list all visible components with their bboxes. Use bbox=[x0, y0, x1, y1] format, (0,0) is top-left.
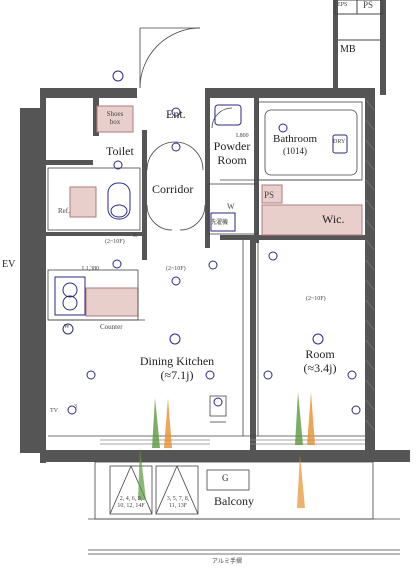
label-balcony: Balcony bbox=[214, 494, 254, 508]
label-powder-room: Powder Room bbox=[213, 139, 251, 167]
symbol-circled-number: 3 bbox=[74, 404, 77, 410]
label-dining-kitchen: Dining Kitchen (≈7.1j) bbox=[139, 354, 215, 382]
label-eps: EPS bbox=[337, 2, 348, 8]
label-ps-top: PS bbox=[363, 0, 374, 10]
pink-zones bbox=[69, 105, 363, 317]
label-ev: EV bbox=[2, 259, 16, 270]
label-refrigerator: Ref. bbox=[58, 207, 70, 215]
label-counter: Counter bbox=[100, 323, 123, 331]
windows bbox=[100, 439, 365, 445]
label-shoes-box: Shoes box bbox=[106, 110, 124, 127]
label-counter-height: L1,380 bbox=[82, 266, 100, 272]
label-bathroom: Bathroom (1014) bbox=[273, 133, 317, 156]
label-ceiling-note-1: (2~10F) bbox=[105, 239, 125, 245]
label-dry: DRY bbox=[333, 139, 346, 145]
label-wash-dryer: 洗濯機 bbox=[210, 220, 229, 226]
label-corridor: Corridor bbox=[152, 182, 194, 196]
label-mb: MB bbox=[340, 44, 356, 55]
balcony-area bbox=[88, 461, 400, 555]
label-floor-note-left: 2, 4, 6, 9, 10, 12, 14F bbox=[117, 496, 145, 509]
ventilation-arrows bbox=[138, 392, 315, 508]
label-ps-small: PS bbox=[264, 190, 275, 200]
label-ceiling-note-3: (2~10F) bbox=[306, 296, 326, 302]
label-w-mark: W bbox=[227, 202, 235, 211]
label-entrance: Ent. bbox=[166, 107, 186, 121]
walls bbox=[20, 0, 410, 463]
label-room: Room (≈3.4j) bbox=[303, 347, 337, 375]
ceiling-lights bbox=[62, 70, 361, 415]
exterior-wall-hatch bbox=[365, 99, 375, 431]
door-swings bbox=[139, 27, 233, 231]
symbol-w-outlet: W bbox=[64, 324, 70, 330]
label-toilet: Toilet bbox=[106, 144, 134, 158]
label-vanity-height: L800 bbox=[236, 133, 249, 139]
symbol-r-box: R bbox=[133, 233, 138, 239]
symbol-g-meter: G bbox=[222, 473, 229, 483]
bath-fixtures bbox=[54, 104, 348, 316]
label-wic: Wic. bbox=[322, 212, 345, 226]
label-handrail: アルミ手摺 bbox=[212, 559, 242, 565]
label-ceiling-note-2: (2~10F) bbox=[166, 266, 186, 272]
label-floor-note-right: 3, 5, 7, 8, 11, 13F bbox=[166, 496, 190, 509]
shafts bbox=[334, 0, 383, 41]
symbol-tv: TV bbox=[50, 408, 58, 414]
